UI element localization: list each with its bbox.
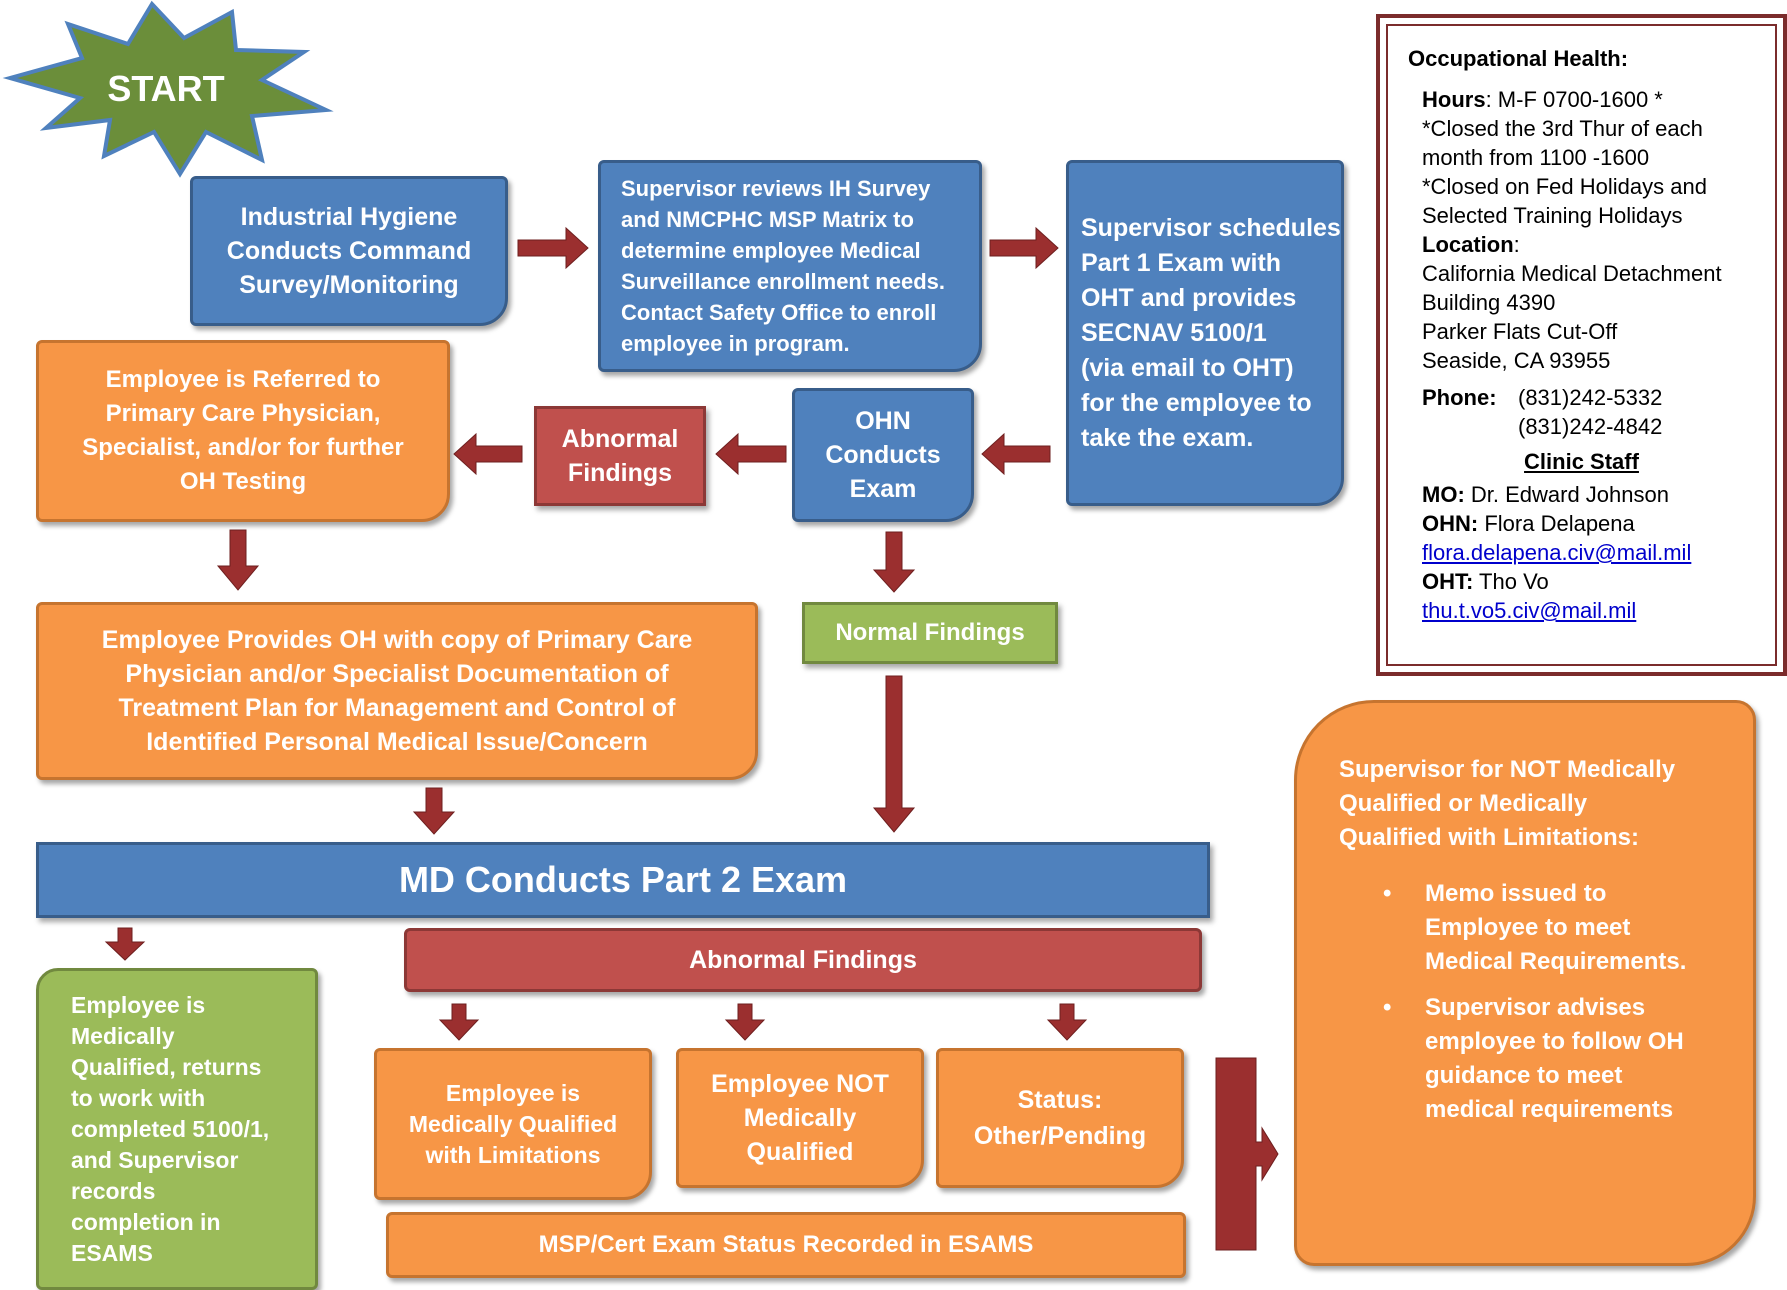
clinic-staff-heading: Clinic Staff (1408, 447, 1755, 476)
employee-referred-text: Employee is Referred to Primary Care Phy… (82, 366, 404, 495)
arrow-down-2 (872, 531, 916, 593)
phone-row: Phone: (831)242-5332 (831)242-4842 (1408, 383, 1755, 441)
arrow-down-4 (412, 787, 456, 835)
info-title: Occupational Health: (1408, 44, 1755, 73)
hours-row: Hours: M-F 0700-1600 * (1408, 85, 1755, 114)
occupational-health-panel: Occupational Health: Hours: M-F 0700-160… (1376, 14, 1787, 676)
location-lines: California Medical Detachment Building 4… (1422, 261, 1722, 373)
start-starburst: START (2, 0, 334, 178)
clinic-staff-label: Clinic Staff (1524, 449, 1639, 474)
qualified-limitations-box: Employee is Medically Qualified with Lim… (374, 1048, 652, 1200)
arrow-down-5 (104, 927, 146, 961)
md-exam-text: MD Conducts Part 2 Exam (398, 859, 848, 900)
ohn-email-row: flora.delapena.civ@mail.mil (1408, 538, 1755, 567)
bullet-glyph: • (1383, 994, 1392, 1021)
employee-provides-text: Employee Provides OH with copy of Primar… (101, 626, 693, 756)
start-label: START (107, 68, 224, 109)
status-pending-text: Status: Other/Pending (973, 1086, 1147, 1150)
abnormal-findings-box-1: Abnormal Findings (534, 406, 706, 506)
location-label-row: Location: (1408, 230, 1755, 259)
supervisor-action-item: • Memo issued to Employee to meet Medica… (1339, 877, 1733, 979)
supervisor-reviews-box: Supervisor reviews IH Survey and NMCPHC … (598, 160, 982, 372)
oht-email-row: thu.t.vo5.civ@mail.mil (1408, 596, 1755, 625)
status-pending-box: Status: Other/Pending (936, 1048, 1184, 1188)
mo-row: MO: Dr. Edward Johnson (1408, 480, 1755, 509)
arrow-right-2 (989, 226, 1059, 270)
supervisor-actions-list: • Memo issued to Employee to meet Medica… (1339, 877, 1733, 1127)
oht-label: OHT: (1422, 569, 1474, 594)
arrow-down-3 (872, 675, 916, 833)
employee-provides-box: Employee Provides OH with copy of Primar… (36, 602, 758, 780)
supervisor-schedules-box: Supervisor schedules Part 1 Exam with OH… (1066, 160, 1344, 506)
esams-recorded-text: MSP/Cert Exam Status Recorded in ESAMS (538, 1231, 1034, 1258)
arrow-down-6 (438, 1003, 480, 1041)
supervisor-action-text: Supervisor advises employee to follow OH… (1425, 994, 1684, 1123)
arrow-down-8 (1046, 1003, 1088, 1041)
not-qualified-text: Employee NOT Medically Qualified (711, 1070, 889, 1166)
oht-email-link[interactable]: thu.t.vo5.civ@mail.mil (1422, 598, 1637, 623)
supervisor-not-qualified-heading: Supervisor for NOT Medically Qualified o… (1339, 756, 1676, 851)
supervisor-reviews-text: Supervisor reviews IH Survey and NMCPHC … (621, 176, 946, 356)
closed-note-1: *Closed the 3rd Thur of each month from … (1422, 116, 1703, 170)
bullet-glyph: • (1383, 880, 1392, 907)
qualified-returns-box: Employee is Medically Qualified, returns… (36, 968, 318, 1290)
bracket-arrow (1215, 1057, 1279, 1251)
esams-recorded-box: MSP/Cert Exam Status Recorded in ESAMS (386, 1212, 1186, 1278)
oht-row: OHT: Tho Vo (1408, 567, 1755, 596)
ohn-exam-box: OHN Conducts Exam (792, 388, 974, 522)
not-qualified-box: Employee NOT Medically Qualified (676, 1048, 924, 1188)
closed-note-2: *Closed on Fed Holidays and Selected Tra… (1422, 174, 1707, 228)
arrow-down-7 (724, 1003, 766, 1041)
occupational-health-panel-inner: Occupational Health: Hours: M-F 0700-160… (1386, 24, 1777, 666)
employee-referred-box: Employee is Referred to Primary Care Phy… (36, 340, 450, 522)
ohn-row: OHN: Flora Delapena (1408, 509, 1755, 538)
location-colon: : (1513, 232, 1520, 257)
normal-findings-text: Normal Findings (835, 619, 1025, 646)
arrow-right-1 (517, 226, 589, 270)
supervisor-not-qualified-box: Supervisor for NOT Medically Qualified o… (1294, 700, 1756, 1266)
arrow-left-3 (453, 432, 523, 476)
ohn-name: Flora Delapena (1478, 511, 1635, 536)
normal-findings-box: Normal Findings (802, 602, 1058, 664)
mo-label: MO: (1422, 482, 1465, 507)
ohn-label: OHN: (1422, 511, 1479, 536)
arrow-left-1 (981, 432, 1051, 476)
info-title-text: Occupational Health: (1408, 46, 1629, 71)
hours-label: Hours (1422, 87, 1486, 112)
start-star-shape (2, 0, 334, 178)
phone-number-1: (831)242-5332 (1518, 385, 1663, 410)
supervisor-action-item: • Supervisor advises employee to follow … (1339, 991, 1733, 1127)
supervisor-action-text: Memo issued to Employee to meet Medical … (1425, 880, 1687, 975)
md-exam-box: MD Conducts Part 2 Exam (36, 842, 1210, 918)
location-label: Location (1422, 232, 1514, 257)
phone-label: Phone: (1422, 385, 1497, 410)
mo-name: Dr. Edward Johnson (1464, 482, 1669, 507)
qualified-limitations-text: Employee is Medically Qualified with Lim… (408, 1079, 618, 1168)
phone-number-2: (831)242-4842 (1518, 414, 1663, 439)
hours-value: : M-F 0700-1600 * (1485, 87, 1663, 112)
abnormal-findings-box-2: Abnormal Findings (404, 928, 1202, 992)
abnormal-findings-text-1: Abnormal Findings (561, 425, 679, 487)
ih-survey-text: Industrial Hygiene Conducts Command Surv… (226, 203, 472, 299)
abnormal-findings-text-2: Abnormal Findings (689, 945, 917, 974)
oht-name: Tho Vo (1473, 569, 1549, 594)
phone-numbers: (831)242-5332 (831)242-4842 (1518, 383, 1662, 441)
ohn-email-link[interactable]: flora.delapena.civ@mail.mil (1422, 540, 1692, 565)
supervisor-schedules-text: Supervisor schedules Part 1 Exam with OH… (1081, 213, 1341, 452)
ohn-exam-text: OHN Conducts Exam (825, 407, 941, 503)
ih-survey-box: Industrial Hygiene Conducts Command Surv… (190, 176, 508, 326)
qualified-returns-text: Employee is Medically Qualified, returns… (71, 991, 270, 1266)
arrow-left-2 (715, 432, 787, 476)
arrow-down-1 (216, 529, 260, 591)
